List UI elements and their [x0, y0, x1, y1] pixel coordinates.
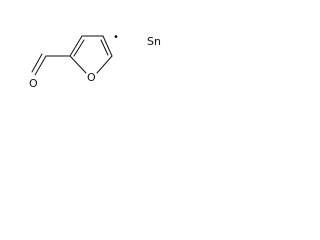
bond-o1-c2: [69, 55, 87, 74]
ring-oxygen-label: O: [87, 71, 96, 84]
radical-dot: •: [113, 32, 119, 43]
bond-c-o-double-1: [34, 55, 47, 76]
aldehyde-group: [31, 53, 71, 76]
bond-c2-c3-double: [73, 39, 85, 57]
furan-ring: [69, 35, 113, 74]
bond-c2-c3: [69, 35, 83, 57]
bond-c4-c5: [102, 35, 113, 57]
bond-c4-c5-double: [100, 39, 109, 56]
tin-label: Sn: [147, 35, 161, 48]
bond-c5-o1: [96, 55, 113, 74]
bond-c-o-double-2: [31, 53, 43, 73]
carbonyl-oxygen-label: O: [29, 77, 38, 90]
chemical-structure: O O Sn •: [29, 32, 161, 90]
diagram-canvas: O O Sn •: [0, 0, 191, 114]
